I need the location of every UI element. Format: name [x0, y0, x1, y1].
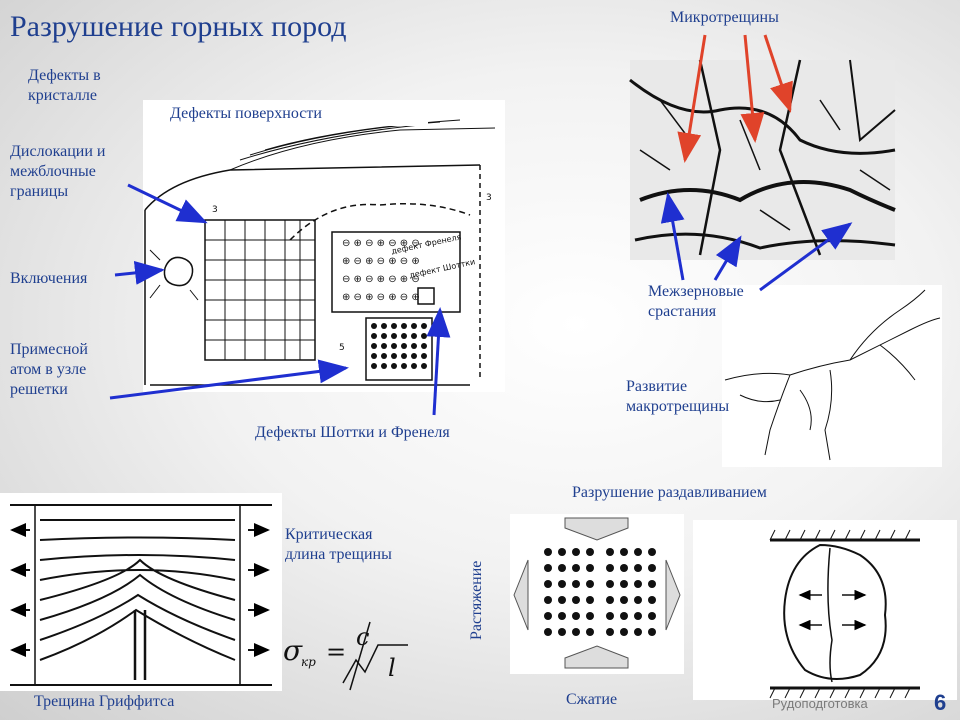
griffith-diagram: [10, 504, 272, 686]
svg-text:⊕ ⊖ ⊕ ⊖ ⊕ ⊖ ⊕: ⊕ ⊖ ⊕ ⊖ ⊕ ⊖ ⊕: [342, 256, 420, 267]
critical-stress-formula: σ кр = c l: [283, 621, 408, 691]
svg-text:⊖ ⊕ ⊖ ⊕ ⊖ ⊕ ⊖: ⊖ ⊕ ⊖ ⊕ ⊖ ⊕ ⊖: [342, 238, 420, 249]
inclusions-label: Включения: [10, 270, 88, 287]
frenkel-label: дефект Френеля: [391, 232, 463, 256]
callout-arrows-red: [677, 34, 793, 163]
callout-arrows-blue: [109, 183, 853, 416]
formula-sigma: σ: [283, 634, 303, 667]
crushing-diagram: [769, 529, 920, 699]
tension-label: Растяжение: [468, 560, 485, 640]
formula-subscript: кр: [301, 655, 316, 669]
impurity-lattice-dots: [371, 323, 427, 369]
crushing-arrows: [798, 589, 867, 631]
intergrain-label: Межзерновые срастания: [648, 283, 744, 320]
macrocrack-drawing: [724, 289, 941, 461]
page-number: 6: [934, 690, 947, 715]
formula-equals: =: [326, 638, 346, 666]
griffith-arrows: [10, 523, 270, 657]
crystal-defects-label: Дефекты в кристалле: [28, 67, 101, 104]
critical-length-label: Критическая длина трещины: [285, 526, 392, 563]
crushing-panel: [693, 520, 957, 700]
compression-label: Сжатие: [566, 691, 618, 708]
macrocrack-label: Развитие макротрещины: [626, 378, 730, 415]
svg-text:⊖ ⊕ ⊖ ⊕ ⊖ ⊕ ⊖: ⊖ ⊕ ⊖ ⊕ ⊖ ⊕ ⊖: [342, 274, 420, 285]
microcracks-label: Микротрещины: [670, 9, 779, 26]
schottky-frenkel-label: Дефекты Шоттки и Френеля: [255, 424, 450, 441]
footer-logo: Рудоподготовка: [772, 696, 868, 711]
compression-lattice: [513, 517, 681, 669]
microcracks-texture: [629, 59, 896, 256]
crystal-defects-diagram: ⊖ ⊕ ⊖ ⊕ ⊖ ⊕ ⊖ ⊕ ⊖ ⊕ ⊖ ⊕ ⊖ ⊕ ⊖ ⊕ ⊖ ⊕ ⊖ ⊕ …: [144, 119, 496, 386]
surface-defects-label: Дефекты поверхности: [162, 102, 428, 126]
macrocrack-panel: [722, 285, 942, 467]
page-title: Разрушение горных пород: [10, 10, 347, 43]
crushing-label: Разрушение раздавливанием: [572, 484, 767, 501]
formula-c: c: [356, 623, 369, 651]
griffith-crack-label: Трещина Гриффитса: [34, 693, 175, 710]
diagram-num-5: 5: [339, 343, 345, 353]
diagram-num-3a: 3: [212, 205, 218, 215]
svg-text:⊕ ⊖ ⊕ ⊖ ⊕ ⊖ ⊕: ⊕ ⊖ ⊕ ⊖ ⊕ ⊖ ⊕: [342, 292, 420, 303]
impurity-atom-label: Примесной атом в узле решетки: [10, 341, 88, 398]
diagram-num-3b: 3: [486, 193, 492, 203]
formula-l: l: [388, 654, 396, 682]
crystal-defects-panel: [143, 100, 505, 392]
dislocations-label: Дислокации и межблочные границы: [10, 143, 106, 200]
